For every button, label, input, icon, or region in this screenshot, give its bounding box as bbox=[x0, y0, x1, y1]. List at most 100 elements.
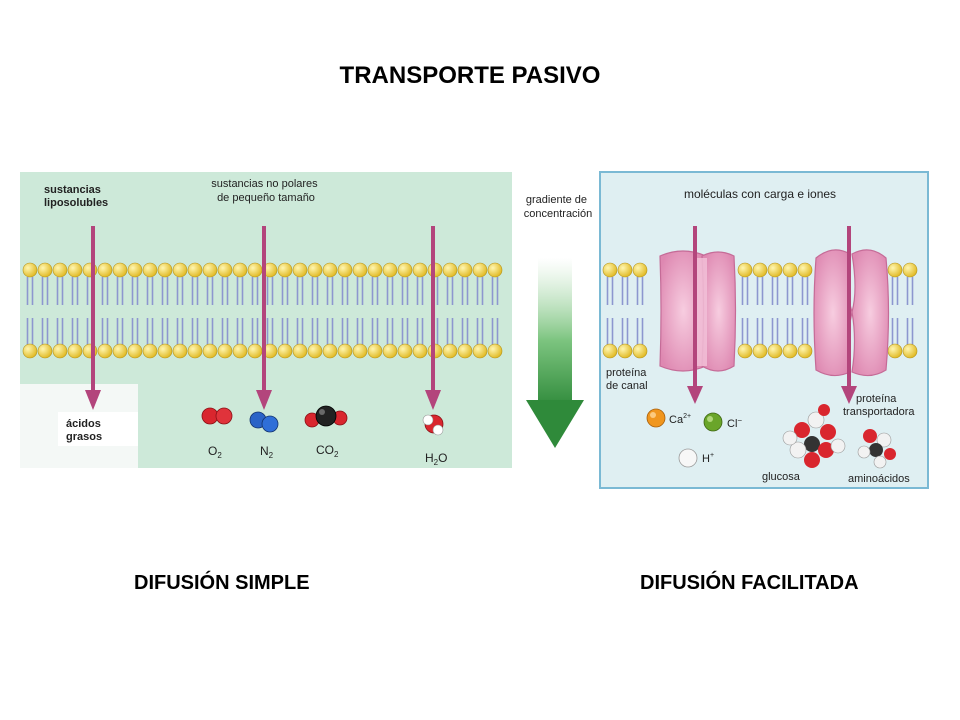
lipid-head bbox=[487, 262, 503, 278]
lipid-head bbox=[397, 262, 413, 278]
lipid-head bbox=[782, 343, 798, 359]
lipid-head bbox=[157, 262, 173, 278]
label-glucose: glucosa bbox=[762, 471, 801, 483]
chloride-ion bbox=[703, 412, 723, 432]
lipid-head bbox=[457, 343, 473, 359]
lipid-head bbox=[472, 262, 488, 278]
lipid-head bbox=[202, 262, 218, 278]
lipid-bilayer-right bbox=[602, 262, 918, 359]
n2-molecule bbox=[249, 411, 279, 433]
label-h2o: H2O bbox=[425, 451, 447, 467]
lipid-head bbox=[887, 262, 903, 278]
lipid-head bbox=[472, 343, 488, 359]
label-chloride: Cl− bbox=[727, 416, 742, 430]
lipid-head bbox=[217, 262, 233, 278]
label-amino-acids: aminoácidos bbox=[848, 473, 910, 485]
label-liposolubles: sustancias liposolubles bbox=[44, 184, 108, 209]
lipid-head bbox=[632, 262, 648, 278]
calcium-ion bbox=[646, 408, 666, 428]
lipid-head bbox=[352, 343, 368, 359]
lipid-head bbox=[217, 343, 233, 359]
page-title: TRANSPORTE PASIVO bbox=[339, 62, 601, 89]
lipid-head bbox=[632, 343, 648, 359]
lipid-head bbox=[247, 262, 263, 278]
lipid-head bbox=[67, 262, 83, 278]
co2-molecule bbox=[304, 405, 348, 428]
lipid-head bbox=[202, 343, 218, 359]
channel-protein bbox=[659, 250, 737, 372]
lipid-head bbox=[292, 343, 308, 359]
lipid-head bbox=[382, 262, 398, 278]
lipid-head bbox=[412, 343, 428, 359]
label-fatty-acids: ácidos grasos bbox=[66, 418, 104, 443]
lipid-head bbox=[22, 343, 38, 359]
lipid-head bbox=[67, 343, 83, 359]
lipid-head bbox=[337, 343, 353, 359]
lipid-head bbox=[752, 343, 768, 359]
gradient-arrow bbox=[526, 258, 584, 448]
lipid-head bbox=[142, 343, 158, 359]
label-charged-molecules: moléculas con carga e iones bbox=[684, 187, 836, 201]
lipid-head bbox=[37, 262, 53, 278]
hydrogen-ion bbox=[678, 448, 698, 468]
lipid-head bbox=[797, 262, 813, 278]
lipid-head bbox=[797, 343, 813, 359]
lipid-head bbox=[247, 343, 263, 359]
lipid-head bbox=[322, 343, 338, 359]
label-gradient: gradiente de concentración bbox=[524, 194, 593, 220]
lipid-head bbox=[737, 343, 753, 359]
lipid-head bbox=[97, 343, 113, 359]
lipid-head bbox=[157, 343, 173, 359]
lipid-head bbox=[352, 262, 368, 278]
lipid-head bbox=[442, 343, 458, 359]
lipid-head bbox=[37, 343, 53, 359]
lipid-head bbox=[902, 262, 918, 278]
lipid-head bbox=[172, 343, 188, 359]
lipid-bilayer-left bbox=[22, 262, 503, 359]
label-o2: O2 bbox=[208, 444, 222, 460]
lipid-head bbox=[457, 262, 473, 278]
lipid-head bbox=[602, 343, 618, 359]
arrow-channel bbox=[687, 226, 703, 404]
lipid-head bbox=[617, 262, 633, 278]
lipid-head bbox=[307, 343, 323, 359]
arrow-water bbox=[425, 226, 441, 410]
lipid-head bbox=[97, 262, 113, 278]
lipid-head bbox=[187, 262, 203, 278]
lipid-head bbox=[127, 262, 143, 278]
lipid-head bbox=[52, 262, 68, 278]
lipid-head bbox=[412, 262, 428, 278]
label-hydrogen: H+ bbox=[702, 452, 714, 465]
arrow-lipo bbox=[85, 226, 101, 410]
lipid-head bbox=[52, 343, 68, 359]
lipid-head bbox=[112, 262, 128, 278]
lipid-head bbox=[887, 343, 903, 359]
label-calcium: Ca2+ bbox=[669, 413, 691, 426]
label-n2: N2 bbox=[260, 444, 274, 460]
lipid-head bbox=[902, 343, 918, 359]
lipid-head bbox=[617, 343, 633, 359]
lipid-head bbox=[112, 343, 128, 359]
lipid-head bbox=[337, 262, 353, 278]
aminoacid-molecule bbox=[857, 429, 896, 469]
lipid-head bbox=[487, 343, 503, 359]
o2-molecule bbox=[201, 407, 233, 425]
lipid-head bbox=[767, 343, 783, 359]
label-nonpolar: sustancias no polares de pequeño tamaño bbox=[211, 178, 320, 204]
label-channel-protein: proteína de canal bbox=[606, 367, 649, 392]
lipid-head bbox=[602, 262, 618, 278]
arrow-nonpolar bbox=[256, 226, 272, 410]
lipid-head bbox=[737, 262, 753, 278]
lipid-head bbox=[292, 262, 308, 278]
lipid-head bbox=[232, 343, 248, 359]
glucose-molecule bbox=[782, 404, 846, 468]
lipid-head bbox=[322, 262, 338, 278]
label-co2: CO2 bbox=[316, 443, 339, 459]
lipid-head bbox=[142, 262, 158, 278]
lipid-head bbox=[277, 262, 293, 278]
lipid-head bbox=[397, 343, 413, 359]
lipid-head bbox=[782, 262, 798, 278]
lipid-head bbox=[172, 262, 188, 278]
lipid-head bbox=[367, 343, 383, 359]
